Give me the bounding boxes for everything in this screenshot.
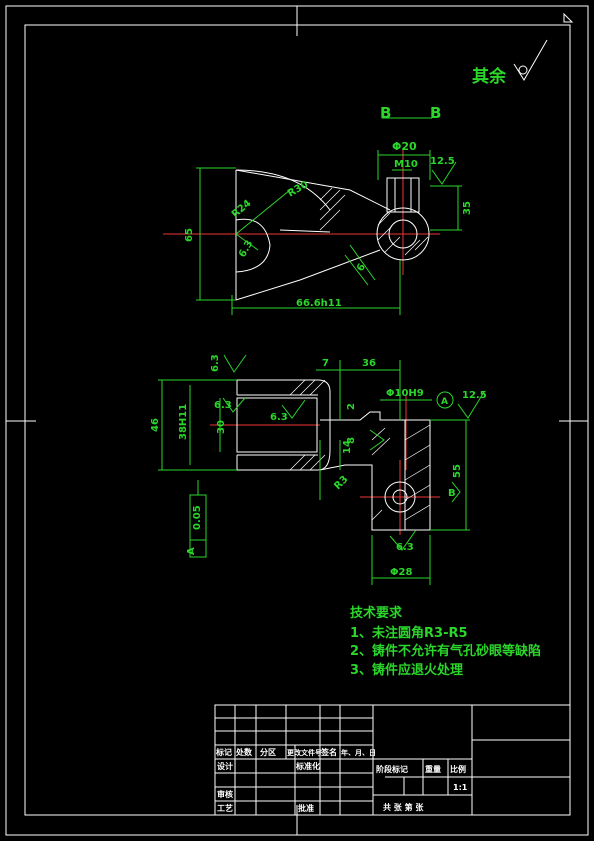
dim-38h11: 38H11: [178, 404, 189, 440]
tb-weight: 重量: [425, 764, 441, 774]
tb-header-mark: 标记: [215, 747, 232, 757]
dim-55: 55: [452, 464, 463, 478]
datum-a-circle: A: [441, 397, 448, 407]
title-block: [214, 704, 571, 816]
tb-sheets: 共 张 第 张: [383, 802, 424, 812]
dim-6: 6: [355, 262, 368, 274]
tb-header-zone: 分区: [260, 747, 276, 757]
tb-scale: 比例: [450, 764, 466, 774]
section-label-left: B: [380, 104, 391, 122]
surface-finish-note: 其余: [472, 67, 506, 87]
title-block-labels: 标记 处数 分区 更改文件号 签名 年、月、日 设计 标准化 审核 工艺 批准 …: [215, 747, 468, 813]
tb-header-sign: 签名: [320, 747, 337, 757]
dim-phi28: Φ28: [390, 567, 412, 578]
dim-phi20: Φ20: [392, 140, 417, 153]
tech-req-item-2: 2、铸件不允许有气孔砂眼等缺陷: [350, 644, 542, 659]
tb-scale-value: 1:1: [453, 783, 468, 792]
dim-63-a: 6.3: [210, 354, 221, 372]
dim-phi10h9: Φ10H9: [386, 388, 424, 399]
dim-63-c: 6.3: [270, 412, 288, 423]
dim-r24: R24: [230, 198, 254, 220]
dim-14: 14: [342, 440, 353, 454]
dim-8: 8: [346, 437, 357, 444]
tb-standard: 标准化: [295, 761, 320, 771]
dim-36: 36: [362, 358, 376, 369]
bottom-view-dims: [158, 354, 485, 585]
dim-63-b: 6.3: [214, 400, 232, 411]
top-view: [163, 117, 440, 301]
dim-2: 2: [346, 403, 357, 410]
tb-process: 工艺: [217, 803, 233, 813]
top-view-dim-labels: B B Φ20 M10 12.5 R24 R30 6.3 65 35 6 66.…: [184, 104, 473, 309]
dim-63-d: 6.3: [396, 542, 414, 553]
section-mark-b: B: [448, 488, 456, 499]
tech-req-item-3: 3、铸件应退火处理: [350, 663, 464, 678]
dim-ra125-bottom: 12.5: [462, 390, 487, 401]
tb-header-docno: 更改文件号: [287, 748, 322, 757]
dim-7: 7: [322, 358, 329, 369]
section-label-right: B: [430, 104, 441, 122]
tb-audit: 审核: [217, 789, 233, 799]
bottom-view: [210, 379, 440, 535]
tolerance-value: 0.05: [192, 505, 203, 530]
tb-design: 设计: [217, 761, 233, 771]
outer-border: [5, 5, 589, 836]
tech-req-title: 技术要求: [350, 606, 403, 621]
dim-65: 65: [184, 228, 195, 242]
dim-46: 46: [150, 418, 161, 432]
orientation-mark: [563, 12, 574, 23]
tb-approve: 批准: [298, 803, 314, 813]
dim-r3: R3: [332, 474, 350, 492]
bottom-view-dim-labels: 6.3 6.3 7 36 Φ10H9 A 12.5 46 38H11 30 2 …: [150, 354, 487, 578]
tb-header-count: 处数: [235, 747, 253, 757]
surface-finish-symbol: [513, 39, 548, 81]
dim-30: 30: [216, 420, 227, 434]
dim-m10: M10: [394, 159, 418, 170]
inner-border: [24, 24, 571, 816]
dim-ra125-top: 12.5: [430, 156, 455, 167]
tolerance-datum: A: [186, 547, 197, 555]
tb-stage-mark: 阶段标记: [376, 764, 408, 774]
top-view-dims: [196, 150, 462, 315]
dim-666h11: 66.6h11: [296, 298, 342, 309]
tech-req-item-1: 1、未注圆角R3-R5: [350, 626, 468, 641]
dim-63-top: 6.3: [237, 239, 255, 260]
dim-35: 35: [462, 201, 473, 215]
tb-header-date: 年、月、日: [341, 748, 376, 757]
